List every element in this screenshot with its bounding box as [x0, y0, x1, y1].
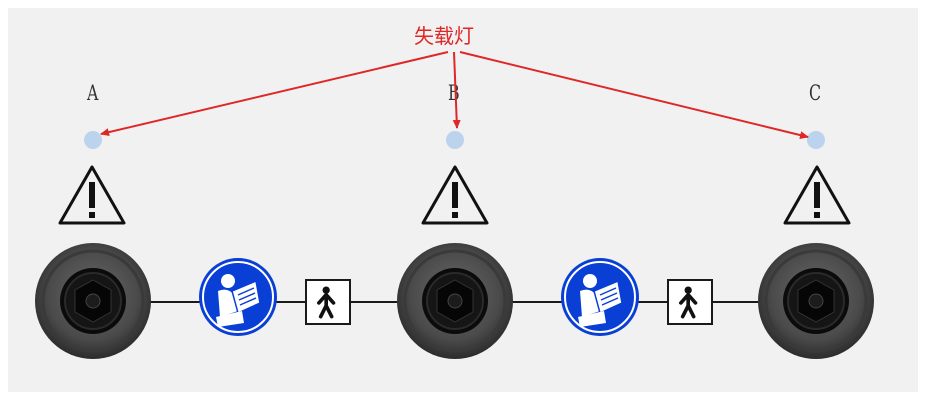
- channel-letter-c: C: [809, 81, 822, 105]
- read-manual-icon: [199, 258, 277, 336]
- arrow-to-lamp-b: [452, 51, 461, 129]
- lamp-c: [807, 131, 825, 149]
- lamp-a: [84, 131, 102, 149]
- connector-socket-b[interactable]: [396, 242, 514, 360]
- annotation-label: 失载灯: [414, 24, 474, 48]
- connector-socket-icon: [758, 243, 874, 359]
- warning-triangle-icon: [421, 165, 489, 225]
- warning-triangle-icon: [58, 165, 126, 225]
- arrow-to-lamp-a: [100, 51, 449, 137]
- warning-triangle-icon: [783, 165, 851, 225]
- read-manual-icon: [561, 258, 639, 336]
- lamp-b: [446, 131, 464, 149]
- connector-socket-icon: [35, 243, 151, 359]
- connector-socket-a[interactable]: [34, 242, 152, 360]
- type-b-applied-part-icon: [667, 279, 713, 325]
- channel-letter-a: A: [87, 81, 99, 105]
- connector-socket-c[interactable]: [757, 242, 875, 360]
- type-b-applied-part-icon: [305, 279, 351, 325]
- connector-socket-icon: [397, 243, 513, 359]
- channel-letter-b: B: [448, 81, 460, 105]
- arrow-to-lamp-c: [459, 51, 809, 139]
